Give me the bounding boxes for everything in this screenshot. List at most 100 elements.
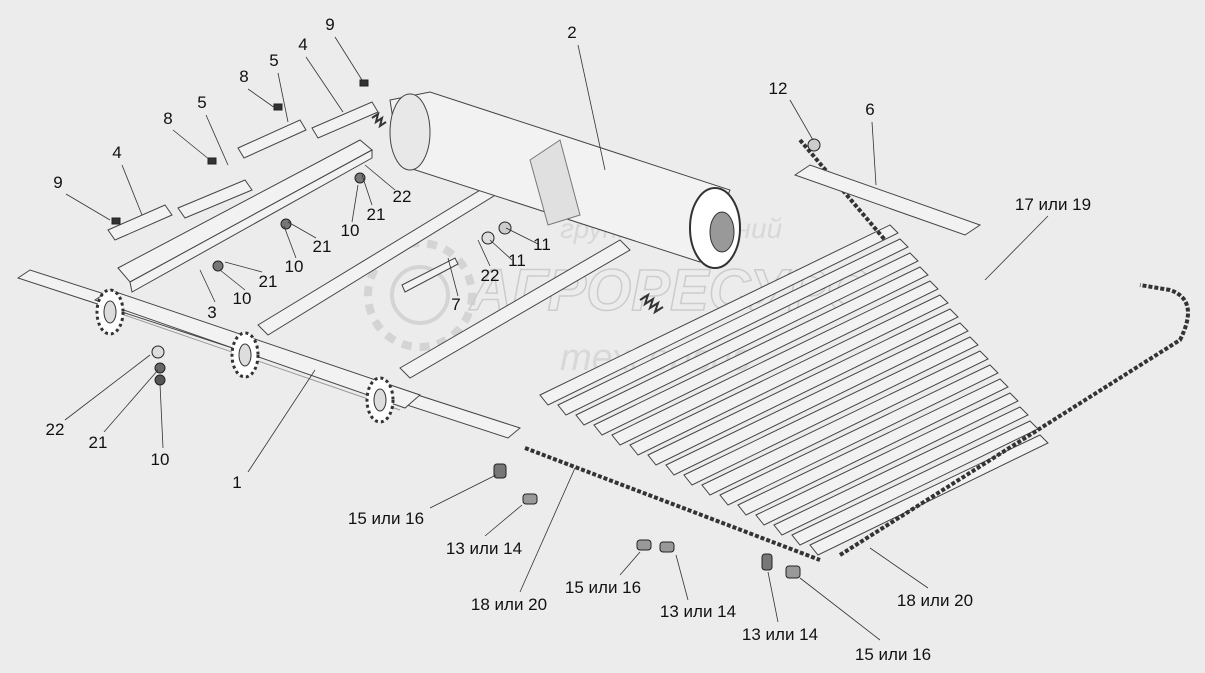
conveyor-slat [629,294,949,456]
toothed-bar [793,164,982,236]
callout-c1820b: 18 или 20 [897,591,973,610]
leader-line-c4a [121,164,143,216]
leader-line-c5a [205,114,229,166]
callout-c5a: 5 [197,93,206,112]
leader-line-c7 [447,257,459,297]
leader-line-c8b [247,88,276,109]
callout-c2: 2 [567,23,576,42]
callout-c1314c: 13 или 14 [742,625,818,644]
leader-line-c21a [103,369,159,433]
plate-5-left [177,179,253,219]
callout-c22a: 22 [46,420,65,439]
leader-line-c1516a [429,474,497,509]
callout-c9b: 9 [325,15,334,34]
leader-line-c1314c [767,571,779,623]
callout-c1: 1 [232,473,241,492]
leader-line-c22a [64,354,151,421]
callout-c9a: 9 [53,173,62,192]
leader-line-c6 [871,121,877,186]
callout-c10b: 10 [233,289,252,308]
conveyor-slat [575,252,919,426]
conveyor-slat [737,378,1009,516]
callout-c10a: 10 [151,450,170,469]
callout-c11a: 11 [533,235,551,254]
conveyor-slat [809,434,1049,556]
callout-c1314b: 13 или 14 [660,602,736,621]
leader-line-c8a [172,129,211,161]
callout-c1719: 17 или 19 [1015,195,1091,214]
leader-line-c1820b [869,547,929,589]
conveyor-slat [701,350,989,496]
conveyor-slat [773,406,1029,536]
conveyor-slat [593,266,929,436]
leader-line-c11a [505,227,539,245]
callout-c1516b: 15 или 16 [565,578,641,597]
spring [371,111,664,315]
leader-line-c21b [224,261,263,273]
leader-line-c12 [789,99,814,141]
leader-line-c3 [199,269,216,303]
conveyor-slat [719,364,999,506]
leader-line-c10d [351,184,359,223]
plate-4-right [311,101,379,139]
leader-line-c10b [219,269,246,291]
leader-line-c21c [287,221,317,239]
leader-line-c1314b [675,554,689,601]
callout-c5b: 5 [269,51,278,70]
leader-line-c1 [247,369,316,473]
callout-c3: 3 [207,303,216,322]
callout-c10d: 10 [341,221,360,240]
leader-lines [64,36,1049,641]
leader-line-c22c [477,239,491,267]
callout-c21b: 21 [259,272,278,291]
leader-line-c1516b [619,551,641,576]
plate-5-right [237,119,307,159]
conveyor-slat [755,392,1019,526]
leader-line-c2 [577,44,606,171]
conveyor-slat [683,336,979,486]
leader-line-c22b [364,164,396,191]
leader-line-c1314a [484,504,523,537]
leader-line-c1719 [984,215,1049,281]
callout-c21a: 21 [89,433,108,452]
sprocket-left [95,288,125,336]
callout-c1314a: 13 или 14 [446,539,522,558]
conveyor-belt [524,138,1190,562]
callout-c21d: 21 [367,205,386,224]
callout-c12: 12 [769,79,788,98]
conveyor-chain [524,138,1190,562]
conveyor-slat [665,322,969,476]
conveyor-slat [539,224,899,406]
leader-line-c5b [277,72,289,123]
leader-line-c10c [283,225,297,259]
callout-c10c: 10 [285,257,304,276]
callout-c21c: 21 [313,237,332,256]
conveyor-slat [647,308,959,466]
leader-line-c21d [361,174,373,206]
sprocket-middle [230,331,260,379]
callout-c8a: 8 [163,109,172,128]
callout-c22b: 22 [393,187,412,206]
conveyor-slat [611,280,939,446]
callout-c8b: 8 [239,67,248,86]
callout-c7: 7 [451,295,460,314]
callout-c1516c: 15 или 16 [855,645,931,664]
watermark-gear-icon [364,239,476,351]
callout-c6: 6 [865,100,874,119]
callout-labels: 1234455678899101010101111122121212122222… [46,15,1092,664]
leader-line-c9a [65,193,111,221]
sprocket-right [365,376,395,424]
middle-bracket [257,174,631,379]
left-bracket [107,79,379,293]
leader-line-c9b [334,36,363,81]
callout-c1516a: 15 или 16 [348,509,424,528]
leader-line-c11b [489,239,513,261]
callout-c22c: 22 [481,266,500,285]
callout-c4b: 4 [298,35,307,54]
leader-line-c10a [159,383,164,449]
callout-c4a: 4 [112,143,121,162]
drive-shaft [16,269,522,439]
plate-4-left [107,204,173,241]
leader-line-c4b [305,56,344,113]
